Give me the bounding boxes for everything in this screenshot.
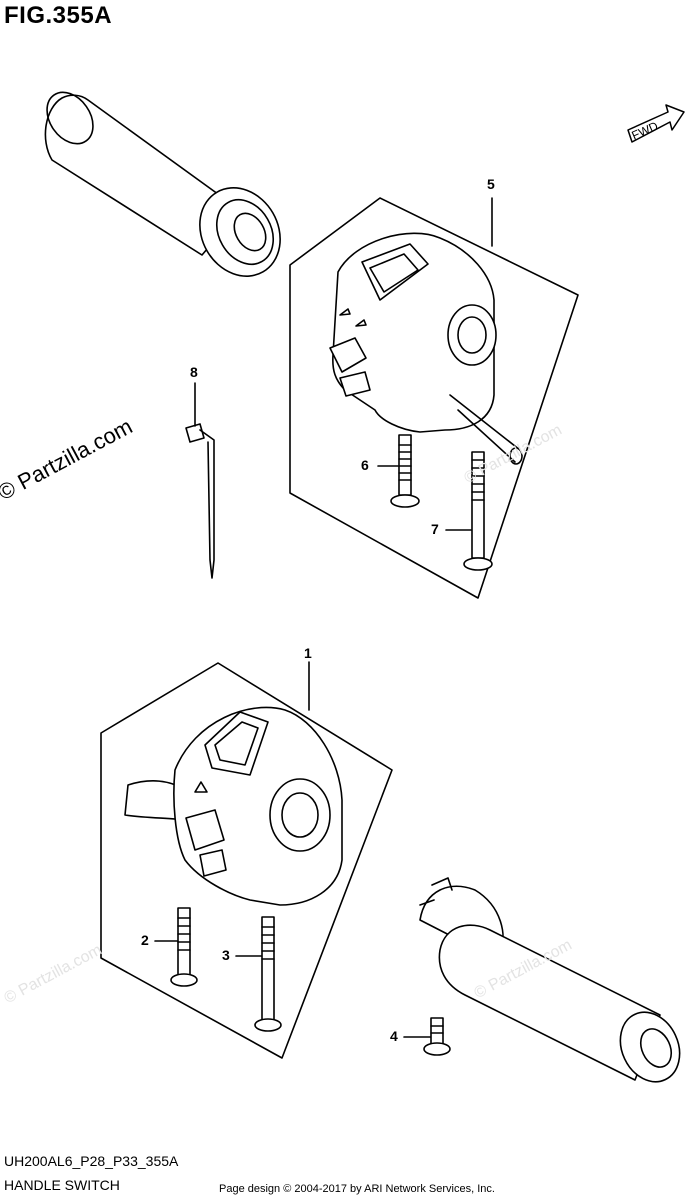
callout-4[interactable]: 4 — [390, 1028, 398, 1044]
callout-1[interactable]: 1 — [304, 645, 312, 661]
left-switch-housing-upper — [329, 232, 523, 465]
page-credit: Page design © 2004-2017 by ARI Network S… — [219, 1183, 495, 1195]
screw-3 — [254, 916, 282, 1032]
screw-6 — [390, 434, 420, 508]
throttle-grip-bottom-right — [419, 877, 681, 1083]
callout-8[interactable]: 8 — [190, 364, 198, 380]
figure-title: FIG.355A — [4, 2, 113, 29]
diagram-code: UH200AL6_P28_P33_355A — [4, 1153, 179, 1169]
callout-3[interactable]: 3 — [222, 947, 230, 963]
screw-7 — [463, 451, 493, 571]
assembly-box-1 — [100, 662, 393, 1059]
callout-2[interactable]: 2 — [141, 932, 149, 948]
cable-tie-8 — [185, 423, 215, 579]
callout-5[interactable]: 5 — [487, 176, 495, 192]
screw-4 — [423, 1017, 451, 1056]
fwd-label: FWD — [630, 119, 661, 143]
grip-top-left — [44, 91, 281, 277]
assembly-box-5 — [289, 197, 579, 599]
screw-2 — [170, 907, 198, 987]
section-name: HANDLE SWITCH — [4, 1177, 120, 1193]
callout-7[interactable]: 7 — [431, 521, 439, 537]
callout-6[interactable]: 6 — [361, 457, 369, 473]
right-switch-housing-lower — [124, 706, 343, 906]
fwd-arrow-icon: FWD — [627, 104, 685, 143]
